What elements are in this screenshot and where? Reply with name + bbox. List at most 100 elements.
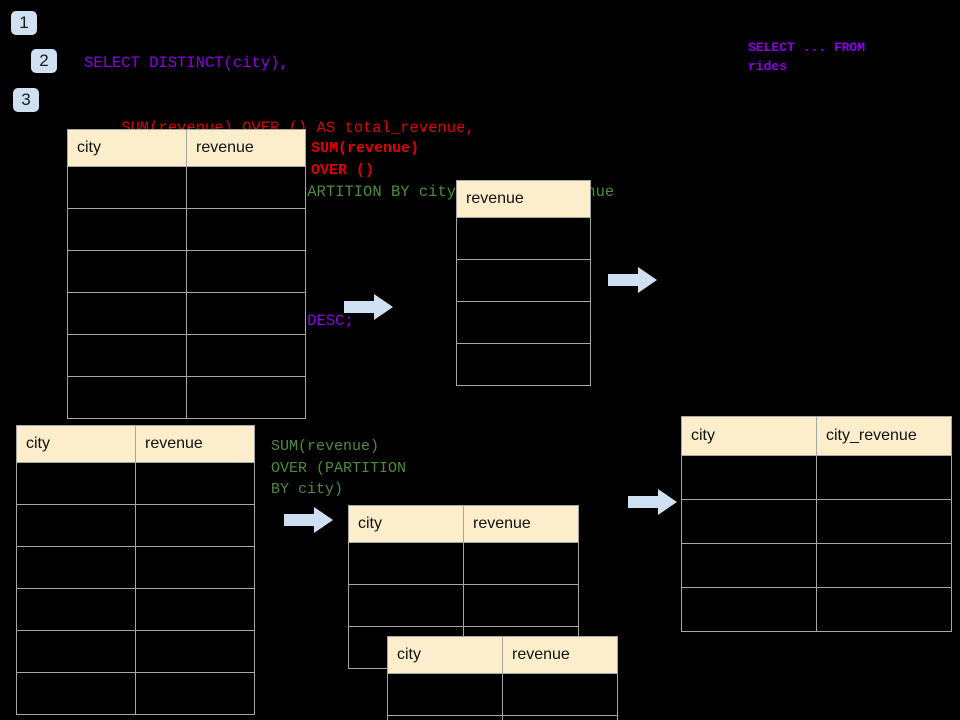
table-row xyxy=(348,584,579,627)
table-row xyxy=(681,455,952,500)
arrow-right-icon xyxy=(628,487,678,522)
arrow-right-icon xyxy=(284,505,334,540)
column-header-revenue: revenue xyxy=(502,636,618,674)
partition-group-table-1: city revenue xyxy=(348,505,579,669)
table-row xyxy=(16,588,255,631)
table-row xyxy=(67,292,306,335)
cell-city-revenue xyxy=(816,543,952,588)
cell-city xyxy=(16,672,136,715)
cell-city-revenue xyxy=(816,587,952,632)
cell-city xyxy=(348,584,464,627)
table-row xyxy=(67,334,306,377)
column-header-city-revenue: city_revenue xyxy=(816,416,952,456)
cell-revenue xyxy=(456,259,591,302)
cell-city xyxy=(16,462,136,505)
cell-city xyxy=(348,542,464,585)
column-header-revenue: revenue xyxy=(456,180,591,218)
cell-city xyxy=(387,673,503,716)
table-row xyxy=(456,259,591,302)
final-result-table: city city_revenue xyxy=(681,416,952,632)
table-header-row: city city_revenue xyxy=(681,416,952,456)
cell-revenue xyxy=(502,673,618,716)
table-row xyxy=(681,499,952,544)
table-header-row: revenue xyxy=(456,180,591,218)
table-row xyxy=(67,376,306,419)
table-row xyxy=(16,546,255,589)
cell-revenue xyxy=(135,672,255,715)
sql-line-select: SELECT DISTINCT(city), xyxy=(84,54,289,72)
cell-city xyxy=(67,250,187,293)
table-row xyxy=(387,715,618,720)
column-header-revenue: revenue xyxy=(135,425,255,463)
cell-city xyxy=(67,334,187,377)
cell-revenue xyxy=(186,250,306,293)
table-row xyxy=(16,630,255,673)
cell-city xyxy=(16,588,136,631)
column-header-revenue: revenue xyxy=(463,505,579,543)
cell-revenue xyxy=(463,542,579,585)
cell-revenue xyxy=(186,292,306,335)
table-row xyxy=(387,673,618,716)
cell-revenue xyxy=(456,217,591,260)
cell-city xyxy=(67,208,187,251)
cell-revenue xyxy=(186,376,306,419)
total-revenue-table: revenue xyxy=(456,180,591,386)
cell-revenue xyxy=(135,546,255,589)
partition-source-table: city revenue xyxy=(16,425,255,715)
table-row xyxy=(67,208,306,251)
annotation-sum-over-empty: SUM(revenue) OVER () xyxy=(311,140,420,179)
table-row xyxy=(67,250,306,293)
cell-city xyxy=(16,630,136,673)
cell-revenue xyxy=(502,715,618,720)
table-row xyxy=(456,301,591,344)
cell-city-revenue xyxy=(816,455,952,500)
partition-group-table-2: city revenue xyxy=(387,636,618,720)
cell-city xyxy=(681,455,817,500)
annotation-sum-over-partition: SUM(revenue) OVER (PARTITION BY city) xyxy=(271,438,407,498)
step-badge-3: 3 xyxy=(13,88,39,112)
cell-revenue xyxy=(186,166,306,209)
table-row xyxy=(348,542,579,585)
cell-revenue xyxy=(463,584,579,627)
cell-city xyxy=(67,376,187,419)
cell-city xyxy=(67,166,187,209)
column-header-city: city xyxy=(348,505,464,543)
annotation-select-from-rides: SELECT ... FROM rides xyxy=(748,40,866,74)
cell-revenue xyxy=(135,630,255,673)
cell-city xyxy=(681,587,817,632)
cell-revenue xyxy=(135,588,255,631)
column-header-city: city xyxy=(387,636,503,674)
column-header-city: city xyxy=(16,425,136,463)
table-row xyxy=(16,504,255,547)
rides-source-table: city revenue xyxy=(67,129,306,419)
step-badge-1: 1 xyxy=(11,11,37,35)
arrow-right-icon xyxy=(608,265,658,300)
column-header-city: city xyxy=(67,129,187,167)
cell-city xyxy=(67,292,187,335)
cell-revenue xyxy=(135,462,255,505)
table-row xyxy=(456,217,591,260)
cell-revenue xyxy=(135,504,255,547)
table-header-row: city revenue xyxy=(387,636,618,674)
arrow-right-icon xyxy=(344,292,394,327)
table-header-row: city revenue xyxy=(67,129,306,167)
table-row xyxy=(16,462,255,505)
cell-revenue xyxy=(186,334,306,377)
step-badge-2: 2 xyxy=(31,49,57,73)
cell-city xyxy=(387,715,503,720)
cell-city xyxy=(16,546,136,589)
cell-city xyxy=(16,504,136,547)
table-row xyxy=(67,166,306,209)
cell-revenue xyxy=(186,208,306,251)
cell-revenue xyxy=(456,343,591,386)
table-header-row: city revenue xyxy=(16,425,255,463)
table-header-row: city revenue xyxy=(348,505,579,543)
table-row xyxy=(681,543,952,588)
column-header-city: city xyxy=(681,416,817,456)
table-row xyxy=(456,343,591,386)
cell-city xyxy=(681,543,817,588)
table-row xyxy=(681,587,952,632)
table-row xyxy=(16,672,255,715)
cell-city xyxy=(681,499,817,544)
